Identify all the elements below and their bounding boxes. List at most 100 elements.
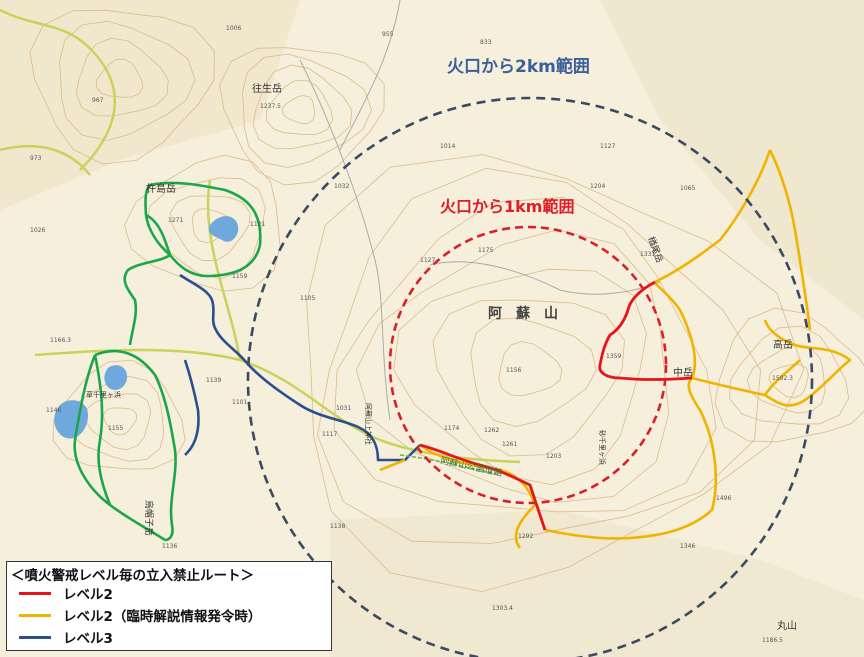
contour-line: [123, 154, 281, 292]
minor-road-1: [299, 59, 391, 421]
contour-line: [170, 195, 251, 262]
legend-item-level2: レベル2: [19, 583, 113, 603]
spot-height-label: 1146: [46, 407, 61, 414]
spot-height-label: 1127: [420, 257, 435, 264]
contour-line: [432, 299, 625, 457]
route-level2-temp-north: [653, 149, 772, 379]
legend-item-level2-temp: レベル2（臨時解説情報発令時）: [19, 605, 261, 625]
spot-height-label: 1032: [334, 183, 349, 190]
spot-height-label: 1237.5: [260, 103, 281, 110]
label-kishimadake: 杵島岳: [146, 182, 176, 195]
contour-line: [103, 407, 138, 436]
terrain-shade-ne: [600, 0, 864, 320]
contour-line: [306, 154, 805, 593]
contour-line: [393, 268, 647, 486]
contour-line: [252, 64, 353, 150]
spot-height-label: 1026: [30, 227, 45, 234]
spot-height-label: 1303.4: [492, 605, 513, 612]
green-trails: [73, 181, 262, 542]
minor-road-2: [339, 0, 401, 151]
spot-height-label: 1138: [330, 523, 345, 530]
spot-height-label: 1136: [162, 543, 177, 550]
minor-roads: [299, 0, 661, 421]
spot-height-label: 1155: [108, 425, 123, 432]
trail-kishima-south: [123, 253, 171, 346]
legend-title: ＜噴火警戒レベル毎の立入禁止ルート＞: [11, 568, 254, 584]
spot-height-label: 967: [92, 97, 104, 104]
route-level2-temp-link: [379, 458, 406, 472]
contour-line: [265, 79, 334, 136]
spot-heights: 1237.5 1271 1159 1014 1032 1204 1127 1065 1175 11…: [30, 25, 793, 644]
spot-height-label: 1262: [484, 427, 499, 434]
contour-line: [96, 58, 144, 98]
legend-label-level3: レベル3: [63, 631, 113, 647]
spot-height-label: 1203: [546, 453, 561, 460]
route-level2-west: [419, 443, 547, 531]
spot-height-label: 1156: [506, 367, 521, 374]
contour-line: [768, 363, 809, 399]
road-nw: [0, 8, 117, 171]
route-level2-temp-south: [544, 377, 718, 540]
spot-height-label: 1117: [322, 431, 337, 438]
label-radius-1km: 火口から1km範囲: [440, 197, 574, 216]
legend-label-level2: レベル2: [63, 587, 113, 603]
spot-height-label: 833: [480, 39, 492, 46]
road-branch: [206, 179, 242, 361]
spot-height-label: 1006: [226, 25, 241, 32]
spot-height-label: 1359: [606, 353, 621, 360]
spot-height-label: 1166.3: [50, 337, 71, 344]
spot-height-label: 1031: [336, 405, 351, 412]
route-level3-main: [179, 273, 421, 462]
spot-height-label: 1065: [680, 185, 695, 192]
spot-height-label: 1204: [590, 183, 605, 190]
route-level2-east: [598, 280, 693, 381]
label-ojodake: 往生岳: [252, 82, 282, 95]
legend-swatch-red: [19, 591, 51, 595]
contour-line: [333, 196, 717, 513]
contour-line: [242, 53, 373, 169]
contour-line: [470, 317, 597, 428]
pond-kusasenri-2: [104, 365, 128, 390]
spot-height-label: 1186.5: [762, 637, 783, 644]
contour-line: [498, 341, 563, 397]
spot-height-label: 1121: [250, 221, 265, 228]
label-eboshidake: 烏帽子岳: [143, 500, 155, 536]
spot-height-label: 1331: [640, 251, 655, 258]
legend: ＜噴火警戒レベル毎の立入禁止ルート＞ レベル2 レベル2（臨時解説情報発令時） …: [6, 561, 332, 651]
spot-height-label: 1159: [232, 273, 247, 280]
contour-line: [281, 94, 316, 125]
legend-swatch-blue: [19, 635, 51, 639]
spot-height-label: 1101: [232, 399, 247, 406]
spot-height-label: 1261: [502, 441, 517, 448]
spot-height-label: 973: [30, 155, 42, 162]
spot-height-label: 1271: [168, 217, 183, 224]
park-road-line: [399, 454, 501, 476]
contour-line: [29, 9, 215, 165]
contour-line: [355, 229, 670, 503]
legend-swatch-yellow: [19, 613, 51, 617]
legend-label-level2-temp: レベル2（臨時解説情報発令時）: [63, 609, 262, 625]
contour-line: [75, 37, 169, 117]
contour-line: [714, 307, 864, 443]
spot-height-label: 1346: [680, 543, 695, 550]
ring-1km: [388, 225, 668, 505]
label-nakadake: 中岳: [673, 366, 693, 379]
route-level3-eboshi: [183, 359, 200, 456]
label-maruyama: 丸山: [777, 619, 797, 632]
contour-line: [59, 20, 196, 141]
contour-line: [219, 47, 385, 186]
minor-road-3: [429, 261, 661, 295]
spot-height-label: 1175: [478, 247, 493, 254]
trail-kishima-inner: [145, 213, 172, 256]
route-level2-temp-takadake-inner: [763, 359, 801, 396]
label-mt-aso: 阿 蘇 山: [488, 305, 558, 322]
spot-height-label: 1014: [440, 143, 455, 150]
legend-item-level3: レベル3: [19, 627, 113, 647]
spot-height-label: 1496: [716, 495, 731, 502]
terrain-shade-south: [330, 510, 864, 657]
contour-line: [317, 167, 762, 544]
spot-height-label: 955: [382, 31, 394, 38]
spot-height-label: 1592.3: [772, 375, 793, 382]
